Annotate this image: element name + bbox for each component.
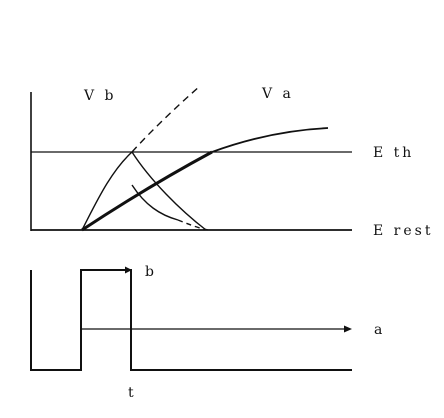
label-a: a xyxy=(374,322,385,338)
label-t: t xyxy=(128,385,137,401)
decay-curve-outer xyxy=(131,151,207,231)
label-b: b xyxy=(145,264,157,280)
decay-curve-inner xyxy=(131,184,179,221)
label-erest: E rest xyxy=(373,223,433,239)
pulse-trace-b xyxy=(30,269,352,371)
label-eth: E th xyxy=(373,145,414,161)
lower-panel: b a t xyxy=(30,264,385,401)
va-continuation xyxy=(211,127,329,153)
va-thick-curve xyxy=(81,150,213,232)
decay-curve-inner-dashed xyxy=(177,219,209,231)
label-va: V a xyxy=(261,86,294,102)
vb-rising-curve xyxy=(81,151,133,231)
label-vb: V b xyxy=(83,88,117,104)
pulse-b-arrowhead xyxy=(125,266,132,274)
stimulus-a-arrowhead xyxy=(344,325,352,333)
upper-panel: V b V a E th E rest xyxy=(30,85,433,239)
vb-dashed-continuation xyxy=(131,85,201,153)
